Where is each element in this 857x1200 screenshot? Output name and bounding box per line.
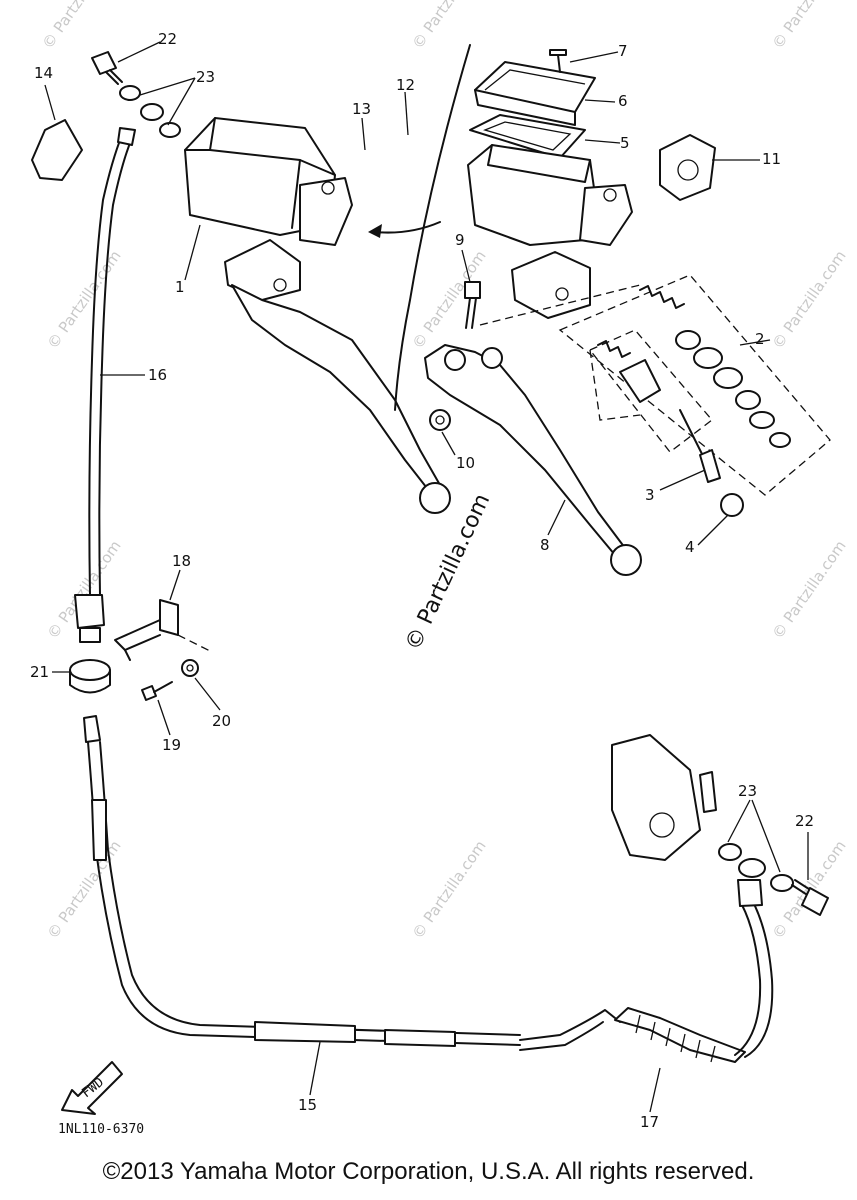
part-label-14: 14 (34, 64, 53, 82)
watermark-center: © Partzilla.com (401, 490, 495, 654)
part-label-10: 10 (456, 454, 475, 472)
exploded-view-arrow (374, 221, 441, 234)
part-label-23-bottom: 23 (738, 782, 757, 800)
part-label-9: 9 (455, 231, 465, 249)
part-label-16: 16 (148, 366, 167, 384)
part-label-1: 1 (175, 278, 185, 296)
watermark-faint: © Partzilla.com (769, 0, 850, 52)
part-label-5: 5 (620, 134, 630, 152)
part-label-3: 3 (645, 486, 655, 504)
watermark-faint: © Partzilla.com (769, 247, 850, 352)
fwd-arrow: FWD (61, 1061, 123, 1115)
part-labels: 22 23 14 12 13 1 7 6 5 11 9 2 16 10 3 8 … (30, 30, 814, 1131)
exploded-view-divider (394, 44, 471, 411)
part-label-8: 8 (540, 536, 550, 554)
part-label-23-top: 23 (196, 68, 215, 86)
diagram-code: 1NL110-6370 (58, 1122, 144, 1137)
watermark-faint: © Partzilla.com (409, 837, 490, 942)
long-brake-hose (83, 715, 521, 1047)
part-label-22-top: 22 (158, 30, 177, 48)
leader-lines (44, 41, 809, 1113)
part-label-11: 11 (762, 150, 781, 168)
watermark-faint: © Partzilla.com (39, 0, 120, 52)
watermark-faint: © Partzilla.com (44, 247, 125, 352)
part-label-2: 2 (755, 330, 765, 348)
part-label-20: 20 (212, 712, 231, 730)
part-label-21: 21 (30, 663, 49, 681)
watermark-faint: © Partzilla.com (44, 837, 125, 942)
part-label-12: 12 (396, 76, 415, 94)
copyright-notice: ©2013 Yamaha Motor Corporation, U.S.A. A… (102, 1158, 755, 1185)
part-label-19: 19 (162, 736, 181, 754)
part-label-18: 18 (172, 552, 191, 570)
left-hose-and-fittings (31, 51, 213, 701)
watermark-faint: © Partzilla.com (409, 247, 490, 352)
watermark-faint: © Partzilla.com (409, 0, 490, 52)
master-cylinder-exploded (424, 49, 831, 576)
part-label-15: 15 (298, 1096, 317, 1114)
part-label-6: 6 (618, 92, 628, 110)
part-label-22-bottom: 22 (795, 812, 814, 830)
part-label-13: 13 (352, 100, 371, 118)
part-label-7: 7 (618, 42, 628, 60)
master-cylinder-assembly-left (184, 117, 451, 514)
right-hose-and-caliper (519, 734, 829, 1063)
part-label-17: 17 (640, 1113, 659, 1131)
watermark-faint: © Partzilla.com (769, 537, 850, 642)
part-label-4: 4 (685, 538, 695, 556)
